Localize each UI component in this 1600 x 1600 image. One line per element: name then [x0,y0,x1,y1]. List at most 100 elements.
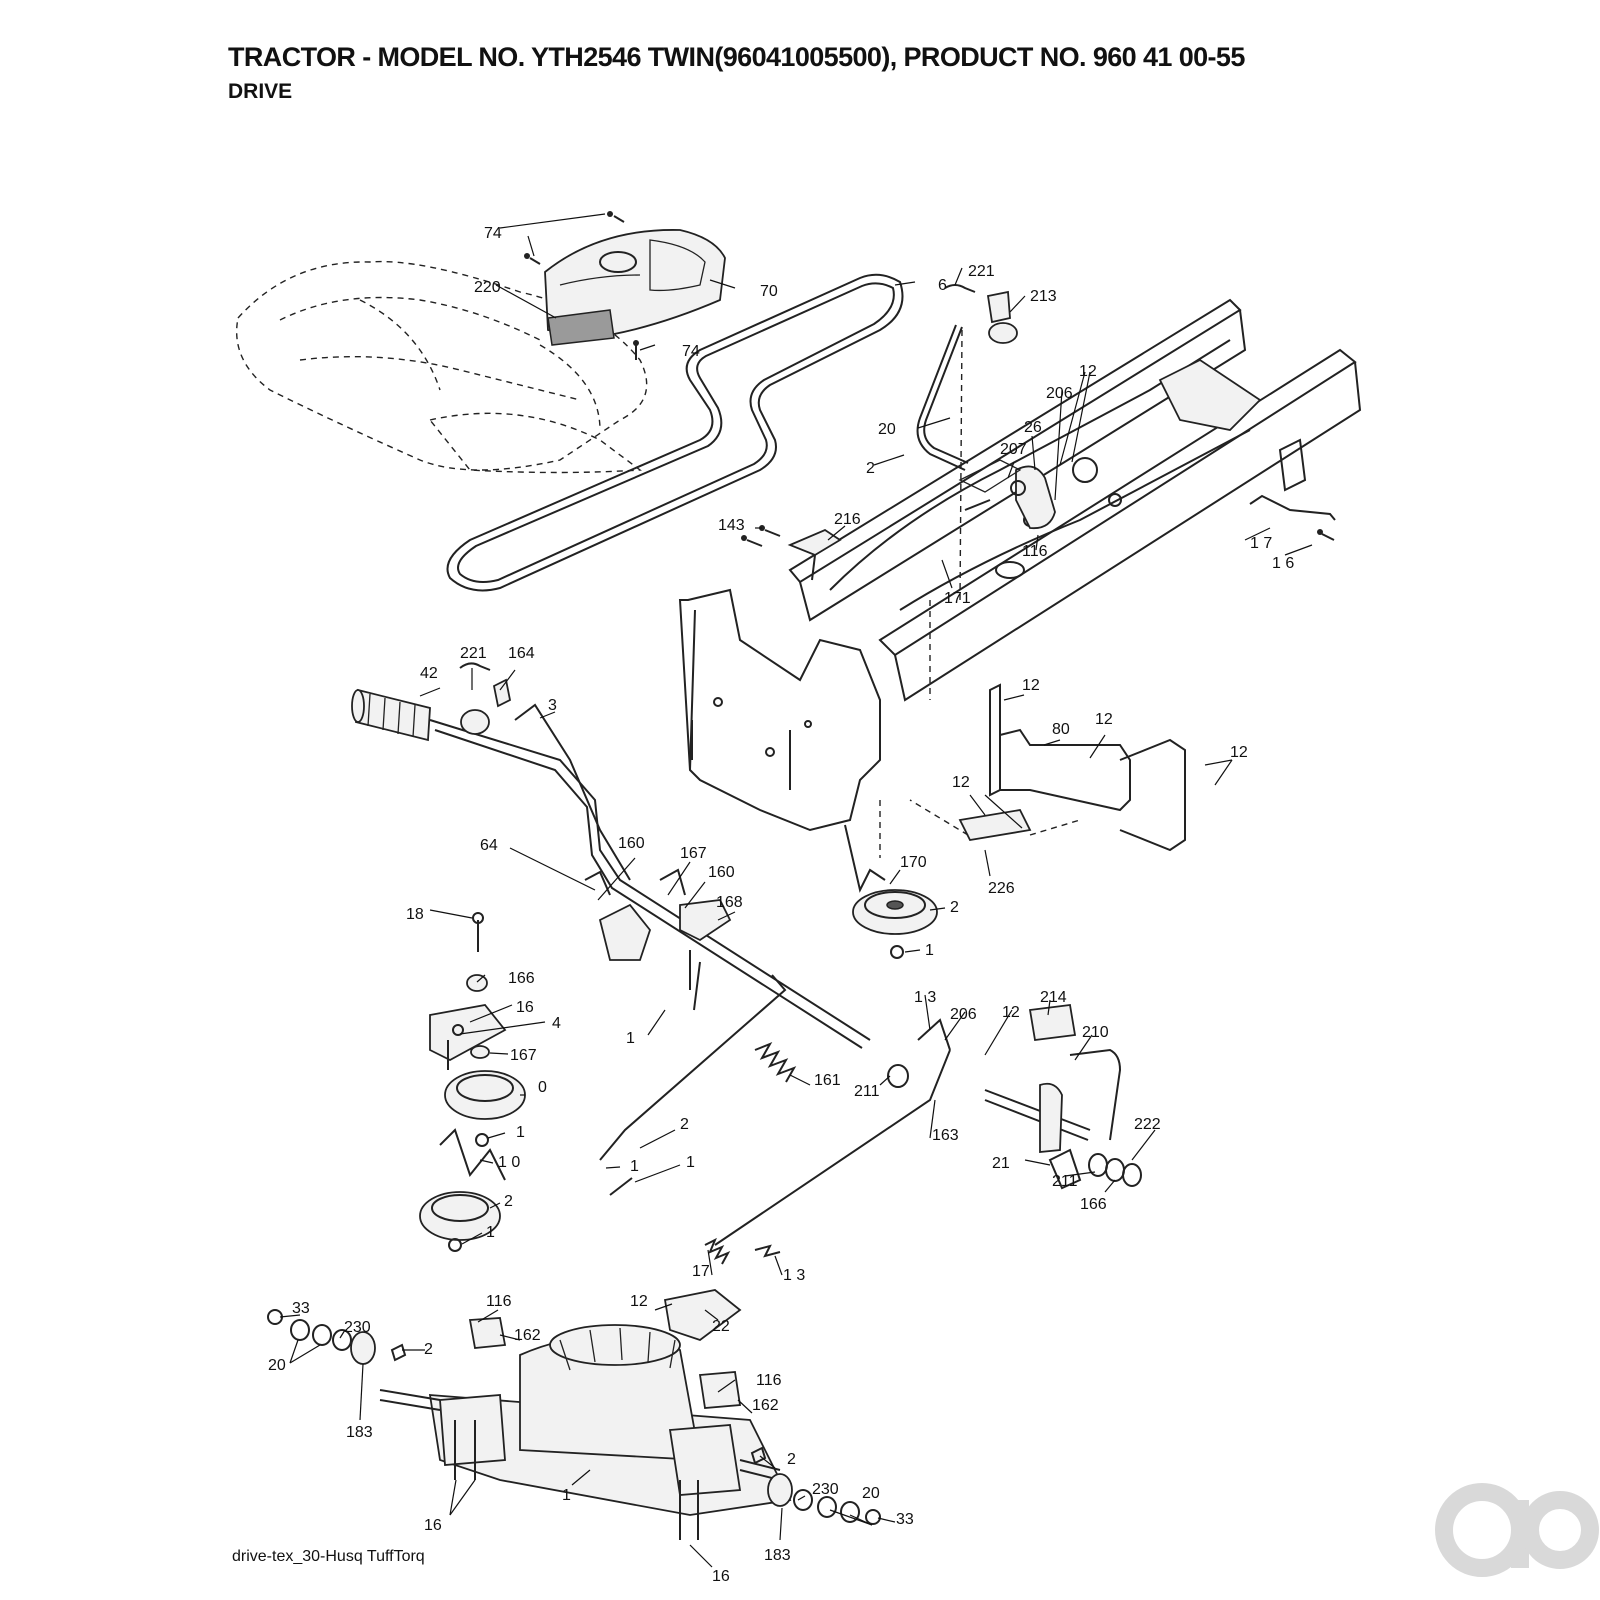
callout-160: 160 [708,864,735,881]
section-subtitle: DRIVE [228,80,293,103]
callout-12: 12 [1095,711,1113,728]
callout-226: 226 [988,880,1015,897]
callout-42: 42 [420,665,438,682]
callout-16: 1 6 [1272,555,1294,572]
hand-grip [351,688,431,742]
callout-21: 21 [992,1155,1010,1172]
callout-12: 12 [1022,677,1040,694]
rod [599,974,787,1161]
callout-0: 0 [538,1079,547,1096]
callout-17: 17 [692,1263,710,1280]
callout-13: 1 3 [914,989,936,1006]
callout-16: 16 [712,1568,730,1585]
bolt-icon [741,535,763,547]
bolt-icon [693,961,701,1011]
callout-70: 70 [760,283,778,300]
callout-2: 2 [866,460,875,477]
callout-labels: 74 220 70 74 6 221 213 12 206 26 20 207 … [268,225,1294,1585]
dash-console [544,229,726,339]
clip-icon [754,1244,781,1258]
callout-170: 170 [900,854,927,871]
callout-12: 12 [1230,744,1248,761]
callout-74: 74 [682,343,700,360]
callout-222: 222 [1134,1116,1161,1133]
bolt-icon [679,1480,699,1540]
clip-icon [944,284,976,293]
callout-17: 1 7 [1250,535,1272,552]
callout-116: 116 [1022,543,1048,560]
bolt-icon [609,1177,633,1196]
clip-icon [459,662,491,671]
callout-10: 1 0 [498,1154,520,1171]
screw-icon [607,211,625,223]
drive-belt [446,273,904,592]
callout-4: 4 [552,1015,561,1032]
callout-6: 6 [938,277,947,294]
callout-221: 221 [460,645,487,662]
callout-22: 22 [712,1318,730,1335]
callout-16: 16 [516,999,534,1016]
callout-210: 210 [1082,1024,1109,1041]
callout-20: 20 [862,1485,880,1502]
axle-parts-right [750,1446,881,1525]
callout-162: 162 [514,1327,541,1344]
callout-171: 171 [944,590,971,607]
idler-pulley [844,824,938,959]
callout-2: 2 [950,899,959,916]
callout-168: 168 [716,894,743,911]
callout-20: 20 [878,421,896,438]
shift-rod [916,324,969,471]
washer-icon [887,1064,1142,1187]
callout-164: 164 [508,645,535,662]
callout-213: 213 [1030,288,1057,305]
callout-2: 2 [787,1451,796,1468]
callout-2: 2 [680,1116,689,1133]
callout-183: 183 [764,1547,791,1564]
callout-13: 1 3 [783,1267,805,1284]
callout-230: 230 [344,1319,371,1336]
console-shield [547,309,615,346]
callout-33: 33 [292,1300,310,1317]
callout-1: 1 [626,1030,635,1047]
callout-1: 1 [486,1224,495,1241]
callout-2: 2 [424,1341,433,1358]
callout-143: 143 [718,517,745,534]
callout-3: 3 [548,697,557,714]
callout-167: 167 [680,845,707,862]
callout-20: 20 [268,1357,286,1374]
callout-216: 216 [834,511,861,528]
dashed-lines [879,329,1081,858]
callout-1: 1 [562,1487,571,1504]
callout-1: 1 [686,1154,695,1171]
callout-12: 12 [1002,1004,1020,1021]
callout-80: 80 [1052,721,1070,738]
callout-166: 166 [1080,1196,1107,1213]
callout-1: 1 [630,1158,639,1175]
brake-pedal [984,1003,1122,1190]
callout-12: 12 [952,774,970,791]
spring [754,1042,797,1083]
callout-214: 214 [1040,989,1067,1006]
rod [1249,494,1336,521]
callout-64: 64 [480,837,498,854]
callout-1: 1 [516,1124,525,1141]
callout-2: 2 [504,1193,513,1210]
callout-116: 116 [486,1293,512,1310]
callout-26: 26 [1024,419,1042,436]
callout-163: 163 [932,1127,959,1144]
callout-33: 33 [896,1511,914,1528]
callout-16: 16 [424,1517,442,1534]
callout-220: 220 [474,279,501,296]
figure-caption: drive-tex_30-Husq TuffTorq [232,1548,425,1565]
control-rod [514,703,631,881]
callout-230: 230 [812,1481,839,1498]
callout-116: 116 [756,1372,782,1389]
pivot [917,1018,951,1051]
pedal-shaft [429,719,871,1049]
callout-207: 207 [1000,441,1027,458]
seat-fender-outline [236,260,648,474]
spring [704,1237,731,1265]
axle-parts-left [267,1309,407,1365]
rod [714,1049,951,1246]
